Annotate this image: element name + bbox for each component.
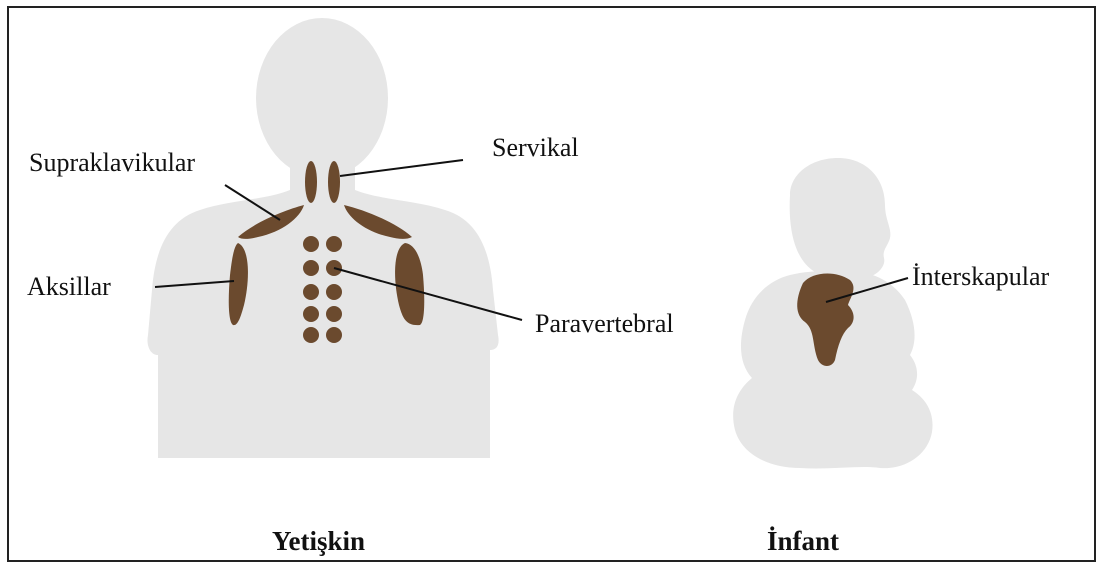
paravertebral-dot bbox=[303, 284, 319, 300]
axillary-label: Aksillar bbox=[27, 274, 111, 300]
supraclavicular-label: Supraklavikular bbox=[29, 150, 195, 176]
paravertebral-dot bbox=[303, 260, 319, 276]
paravertebral-dot bbox=[326, 236, 342, 252]
paravertebral-label: Paravertebral bbox=[535, 311, 674, 337]
cervical-region-left bbox=[305, 161, 317, 203]
infant-head bbox=[790, 158, 891, 280]
cervical-label: Servikal bbox=[492, 135, 579, 161]
paravertebral-dot bbox=[303, 236, 319, 252]
paravertebral-dot bbox=[326, 284, 342, 300]
paravertebral-dot bbox=[303, 306, 319, 322]
interscapular-label: İnterskapular bbox=[912, 264, 1049, 290]
infant-caption: İnfant bbox=[767, 528, 839, 555]
paravertebral-dot bbox=[326, 306, 342, 322]
adult-caption: Yetişkin bbox=[272, 528, 365, 555]
cervical-region-right bbox=[328, 161, 340, 203]
paravertebral-dot bbox=[326, 327, 342, 343]
paravertebral-dot bbox=[303, 327, 319, 343]
